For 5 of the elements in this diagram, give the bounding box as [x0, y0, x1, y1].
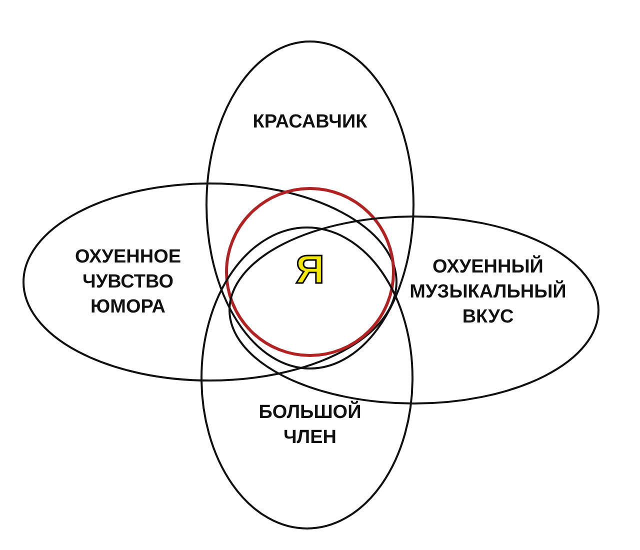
center-label: Я — [294, 248, 326, 292]
set-label: ОХУЕННОЕ ЧУВСТВО ЮМОРА — [74, 246, 182, 320]
set-label: БОЛЬШОЙ ЧЛЕН — [258, 400, 362, 450]
set-label: ОХУЕННЫЙ МУЗЫКАЛЬНЫЙ ВКУС — [408, 254, 568, 330]
set-label: КРАСАВЧИК — [252, 110, 368, 134]
